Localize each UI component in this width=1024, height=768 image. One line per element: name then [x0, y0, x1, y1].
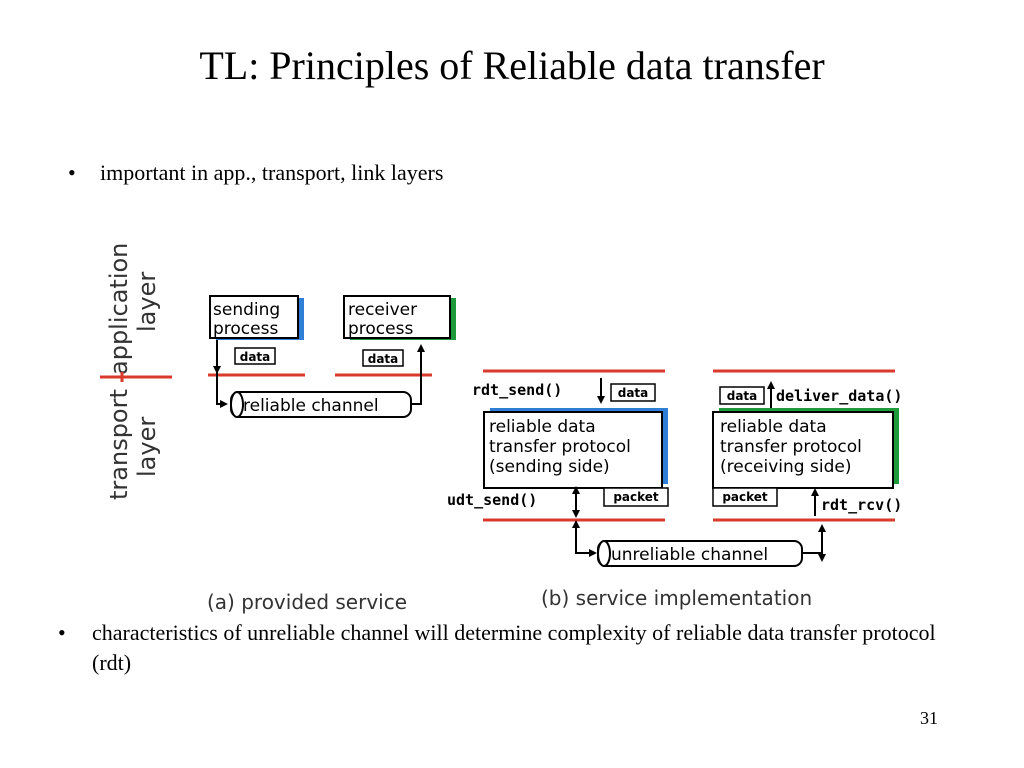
receiver-process-label-1: receiver — [348, 300, 417, 320]
sender-protocol-box — [483, 411, 663, 489]
receiver-process-label-2: process — [348, 319, 413, 339]
pipe-end — [230, 391, 244, 418]
sending-process-box — [209, 295, 299, 339]
label-application: application — [105, 243, 133, 375]
receiver-protocol-line-1: reliable data — [720, 417, 827, 437]
data-tag — [234, 347, 276, 365]
rdt-rcv-label: rdt_rcv() — [821, 496, 902, 514]
data-tag — [362, 349, 404, 367]
label-transport-layer: layer — [133, 417, 161, 477]
packet-tag-label: packet — [722, 490, 768, 504]
data-tag-label: data — [240, 350, 271, 364]
bullet-important-layers: • important in app., transport, link lay… — [68, 158, 444, 188]
data-tag-label: data — [618, 386, 649, 400]
label-application-layer: layer — [133, 272, 161, 332]
bullet-text: important in app., transport, link layer… — [100, 160, 444, 185]
flow-arrow — [411, 344, 425, 405]
data-tag — [610, 383, 656, 402]
reliable-channel-label: reliable channel — [243, 396, 379, 416]
bullet-text: characteristics of unreliable channel wi… — [92, 620, 936, 675]
bullet-dot: • — [58, 620, 66, 645]
sending-process-label-2: process — [213, 319, 278, 339]
slide-title: TL: Principles of Reliable data transfer — [199, 43, 825, 88]
flow-arrow — [803, 524, 826, 554]
receiver-process-box — [343, 295, 451, 339]
data-tag — [719, 386, 765, 405]
packet-tag — [603, 487, 669, 507]
sender-protocol-line-3: (sending side) — [489, 457, 610, 477]
sender-protocol-line-2: transfer protocol — [489, 437, 631, 457]
data-tag-label: data — [368, 352, 399, 366]
packet-tag-label: packet — [613, 490, 659, 504]
receiver-protocol-line-3: (receiving side) — [720, 457, 851, 477]
receiver-protocol-box — [712, 411, 894, 489]
sending-process-label-1: sending — [213, 300, 280, 320]
receiver-protocol-line-2: transfer protocol — [720, 437, 862, 457]
label-transport: transport — [105, 389, 133, 500]
packet-tag — [712, 487, 778, 507]
sender-protocol-line-1: reliable data — [489, 417, 596, 437]
caption-b: (b) service implementation — [541, 586, 812, 610]
page-number: 31 — [920, 708, 938, 728]
flow-arrow — [575, 526, 597, 557]
unreliable-channel-label: unreliable channel — [611, 545, 768, 565]
bullet-dot: • — [68, 160, 76, 185]
flow-arrow — [216, 340, 228, 408]
caption-a: (a) provided service — [207, 590, 407, 614]
rdt-send-label: rdt_send() — [472, 381, 562, 399]
pipe-end — [597, 540, 611, 567]
udt-send-label: udt_send() — [447, 491, 537, 509]
deliver-data-label: deliver_data() — [776, 387, 902, 405]
bullet-unreliable-channel: • characteristics of unreliable channel … — [58, 618, 972, 678]
data-tag-label: data — [727, 389, 758, 403]
